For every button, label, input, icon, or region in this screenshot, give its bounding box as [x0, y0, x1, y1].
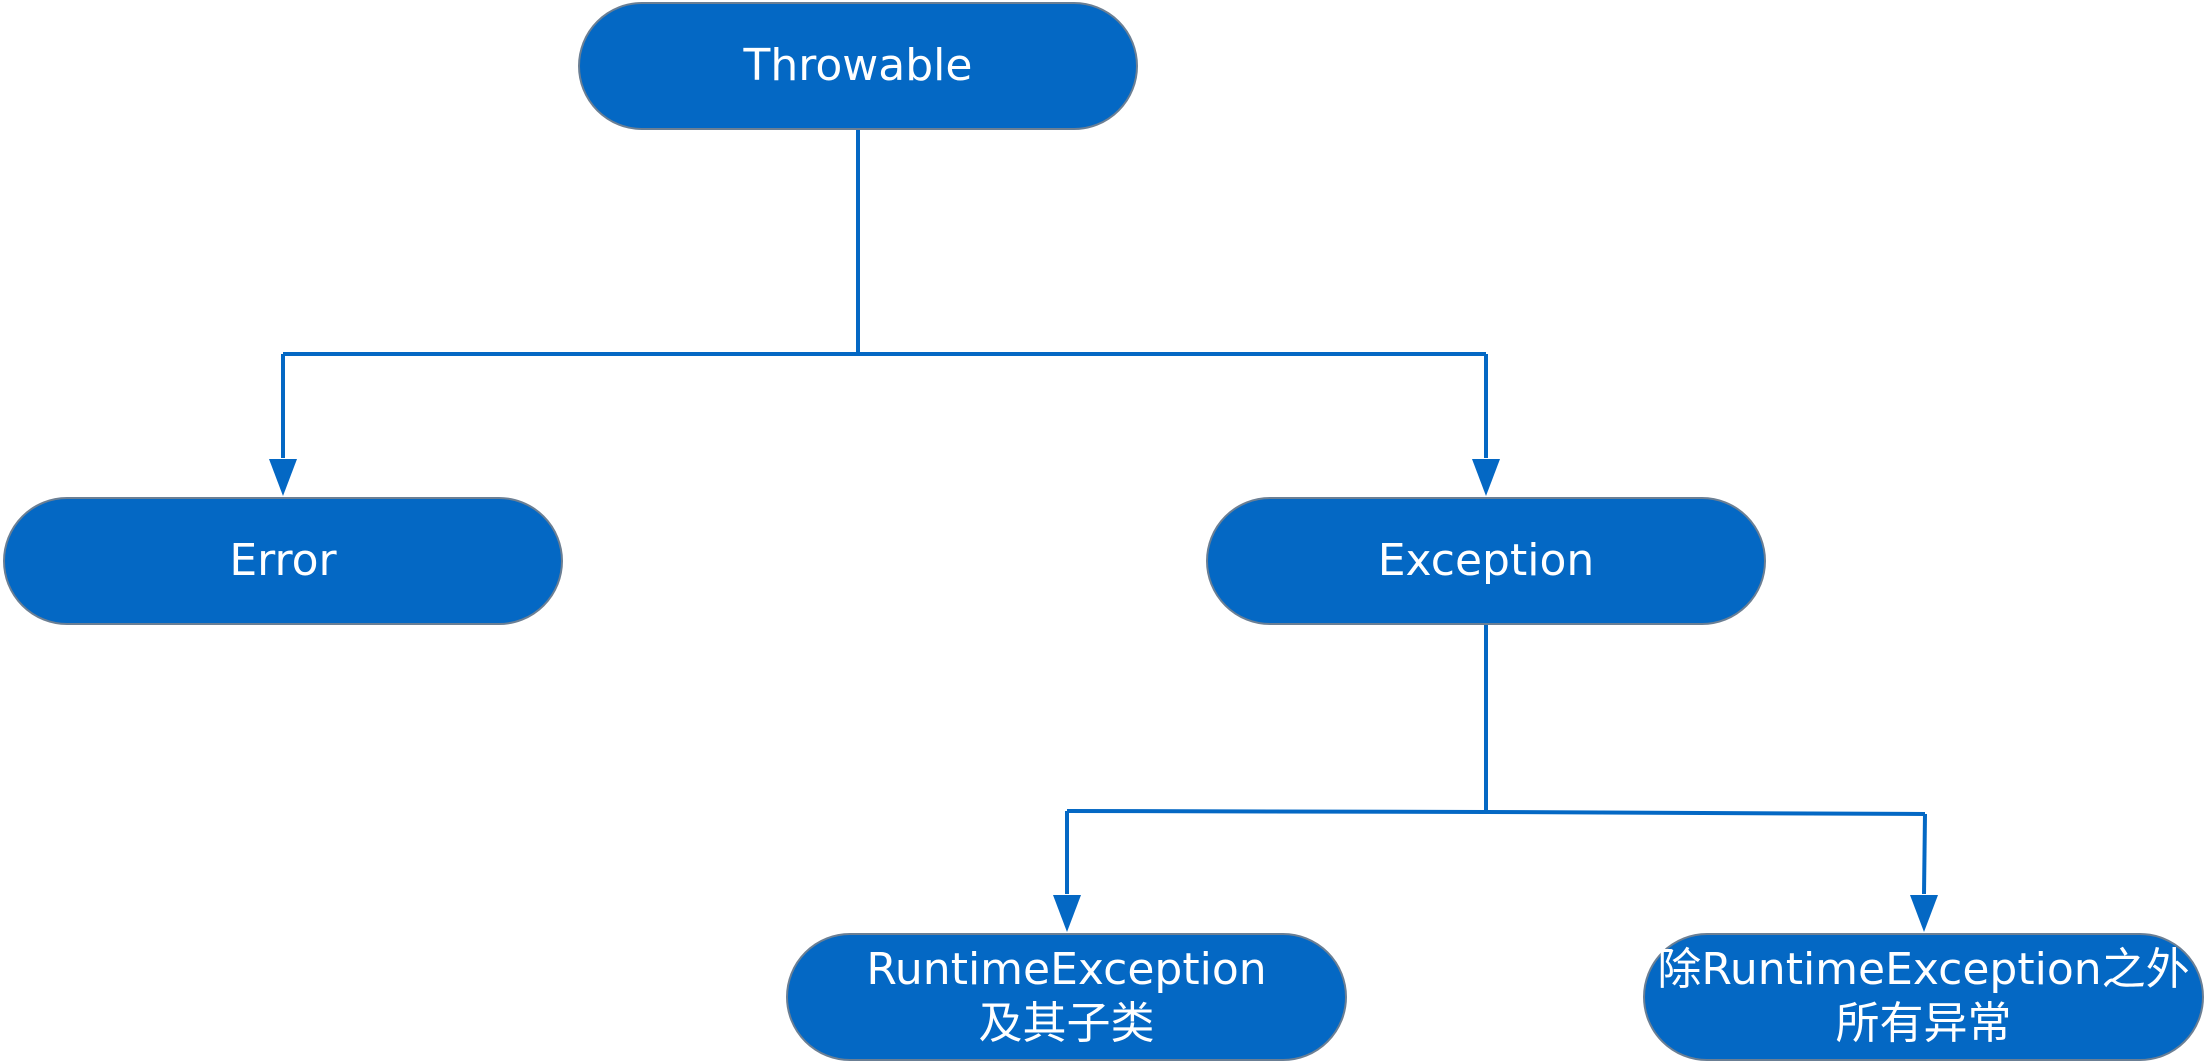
- arrowhead-error: [269, 459, 297, 496]
- node-other-exceptions: 除RuntimeException之外 所有异常: [1643, 933, 2204, 1061]
- connector-exception-bus-right: [1485, 810, 1926, 816]
- arrowhead-other-exceptions: [1910, 895, 1938, 932]
- node-other-exceptions-line2: 所有异常: [1835, 998, 2012, 1049]
- connector-throwable-children: [281, 130, 1488, 458]
- node-error-label: Error: [229, 535, 337, 586]
- arrowhead-runtime-exception: [1053, 895, 1081, 932]
- node-runtime-exception-line2: 及其子类: [978, 998, 1155, 1049]
- node-throwable-label: Throwable: [743, 40, 973, 91]
- connector-to-other-exceptions: [1922, 813, 1927, 895]
- arrowhead-exception: [1472, 459, 1500, 496]
- node-throwable: Throwable: [578, 2, 1138, 130]
- connector-exception-children: [1065, 625, 1927, 895]
- node-exception-label: Exception: [1377, 535, 1595, 586]
- connector-exception-bus-left: [1066, 809, 1487, 814]
- node-runtime-exception: RuntimeException 及其子类: [786, 933, 1347, 1061]
- node-other-exceptions-line1: 除RuntimeException之外: [1657, 944, 2190, 995]
- node-error: Error: [3, 497, 563, 625]
- node-runtime-exception-line1: RuntimeException: [866, 944, 1267, 995]
- node-exception: Exception: [1206, 497, 1766, 625]
